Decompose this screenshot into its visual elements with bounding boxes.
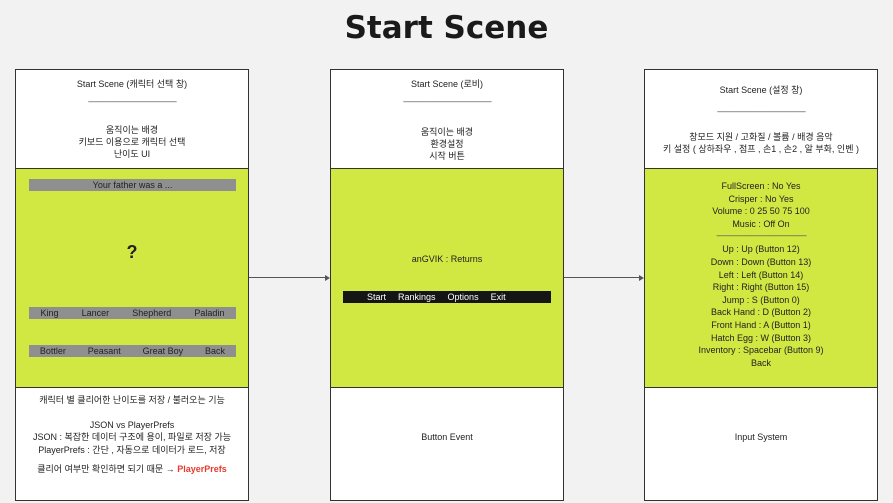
- fullscreen-option[interactable]: FullScreen : No Yes: [721, 181, 801, 191]
- lobby-panel: Start Scene (로비) -----------------------…: [330, 69, 564, 501]
- connector-line: [564, 277, 639, 278]
- character-option-shepherd[interactable]: Shepherd: [132, 308, 172, 318]
- exit-button[interactable]: Exit: [490, 292, 506, 302]
- desc-line: 키 설정 ( 상하좌우 , 점프 , 손1 , 손2 , 알 부화, 인벤 ): [663, 144, 859, 154]
- key-binding-jump[interactable]: Jump : S (Button 0): [722, 294, 800, 305]
- lobby-panel-footer: Button Event: [331, 388, 563, 500]
- lobby-panel-title: Start Scene (로비): [410, 79, 484, 89]
- page-title: Start Scene: [344, 10, 549, 46]
- character-option-peasant[interactable]: Peasant: [87, 346, 121, 356]
- character-row-2: Bottler Peasant Great Boy Back: [29, 345, 236, 357]
- character-panel-title: Start Scene (캐릭터 선택 창): [76, 79, 188, 89]
- key-binding-up[interactable]: Up : Up (Button 12): [722, 244, 800, 255]
- desc-line: 시작 버튼: [429, 151, 465, 161]
- playerprefs-highlight: PlayerPrefs: [177, 464, 227, 475]
- character-panel-header: Start Scene (캐릭터 선택 창) -----------------…: [16, 70, 248, 169]
- footer-label: Input System: [734, 432, 788, 442]
- divider: ----------------------------------------…: [402, 97, 492, 106]
- music-option[interactable]: Music : Off On: [732, 218, 790, 229]
- note-conclusion-text: 클리어 여부만 확인하면 되기 때문 →: [37, 464, 175, 475]
- note-line: PlayerPrefs : 간단 , 자동으로 데이터가 로드, 저장: [38, 444, 226, 455]
- character-row-1: King Lancer Shepherd Paladin: [29, 307, 236, 319]
- footer-label: Button Event: [421, 432, 473, 442]
- character-select-panel: Start Scene (캐릭터 선택 창) -----------------…: [15, 69, 249, 501]
- options-button[interactable]: Options: [447, 292, 479, 302]
- key-binding-inventory[interactable]: Inventory : Spacebar (Button 9): [698, 345, 824, 356]
- key-binding-down[interactable]: Down : Down (Button 13): [710, 256, 812, 267]
- desc-line: 키보드 이용으로 캐릭터 선택: [78, 137, 186, 147]
- character-option-lancer[interactable]: Lancer: [81, 308, 110, 318]
- settings-panel-description: 창모드 지원 / 고화질 / 볼륨 / 배경 음악 키 설정 ( 상하좌우 , …: [645, 131, 877, 155]
- desc-line: 난이도 UI: [113, 149, 151, 159]
- character-panel-description: 움직이는 배경 키보드 이용으로 캐릭터 선택 난이도 UI: [16, 124, 248, 160]
- story-bar: Your father was a ...: [29, 179, 236, 191]
- desc-line: 창모드 지원 / 고화질 / 볼륨 / 배경 음악: [689, 132, 833, 142]
- key-binding-left[interactable]: Left : Left (Button 14): [718, 269, 804, 280]
- connector-line: [249, 277, 325, 278]
- character-option-king[interactable]: King: [40, 308, 59, 318]
- lobby-screen: anGVIK : Returns Start Rankings Options …: [331, 169, 563, 388]
- divider: ----------------------------------------…: [87, 97, 177, 106]
- lobby-panel-description: 움직이는 배경 환경설정 시작 버튼: [331, 126, 563, 162]
- settings-panel-header: Start Scene (설정 창) ---------------------…: [645, 70, 877, 169]
- character-select-screen: Your father was a ... ? King Lancer Shep…: [16, 169, 248, 388]
- character-panel-notes: 캐릭터 별 클리어한 난이도를 저장 / 불러오는 기능 JSON vs Pla…: [16, 388, 248, 500]
- note-line: JSON vs PlayerPrefs: [89, 419, 175, 430]
- arrow-icon: [639, 275, 644, 281]
- crisper-option[interactable]: Crisper : No Yes: [728, 193, 794, 204]
- settings-back-button[interactable]: Back: [750, 357, 771, 368]
- character-option-paladin[interactable]: Paladin: [194, 308, 225, 318]
- lobby-panel-header: Start Scene (로비) -----------------------…: [331, 70, 563, 169]
- desc-line: 환경설정: [430, 139, 464, 149]
- arrow-icon: [325, 275, 330, 281]
- key-binding-right[interactable]: Right : Right (Button 15): [712, 282, 810, 293]
- note-conclusion: 클리어 여부만 확인하면 되기 때문 → PlayerPrefs: [16, 463, 248, 476]
- settings-panel: Start Scene (설정 창) ---------------------…: [644, 69, 878, 501]
- desc-line: 움직이는 배경: [105, 125, 159, 135]
- key-binding-front-hand[interactable]: Front Hand : A (Button 1): [711, 319, 811, 330]
- main-menu-bar: Start Rankings Options Exit: [343, 291, 551, 303]
- rankings-button[interactable]: Rankings: [398, 292, 436, 302]
- mystery-character: ?: [126, 242, 138, 262]
- back-button[interactable]: Back: [205, 346, 226, 356]
- character-option-great-boy[interactable]: Great Boy: [142, 346, 184, 356]
- key-binding-back-hand[interactable]: Back Hand : D (Button 2): [710, 307, 812, 318]
- character-option-bottler[interactable]: Bottler: [39, 346, 66, 356]
- story-text: Your father was a ...: [92, 180, 173, 190]
- desc-line: 움직이는 배경: [420, 127, 474, 137]
- divider: ----------------------------------------…: [716, 231, 807, 241]
- note-line: 캐릭터 별 클리어한 난이도를 저장 / 불러오는 기능: [39, 395, 225, 405]
- game-title-text: anGVIK : Returns: [411, 254, 483, 264]
- note-line: JSON : 복잡한 데이터 구조에 용이, 파일로 저장 가능: [32, 432, 232, 443]
- settings-panel-footer: Input System: [645, 388, 877, 500]
- settings-screen: FullScreen : No Yes Crisper : No Yes Vol…: [645, 169, 877, 388]
- start-button[interactable]: Start: [367, 292, 387, 302]
- key-binding-hatch-egg[interactable]: Hatch Egg : W (Button 3): [710, 332, 812, 343]
- settings-panel-title: Start Scene (설정 창): [719, 85, 803, 95]
- volume-option[interactable]: Volume : 0 25 50 75 100: [712, 206, 810, 217]
- divider: ----------------------------------------…: [716, 107, 806, 116]
